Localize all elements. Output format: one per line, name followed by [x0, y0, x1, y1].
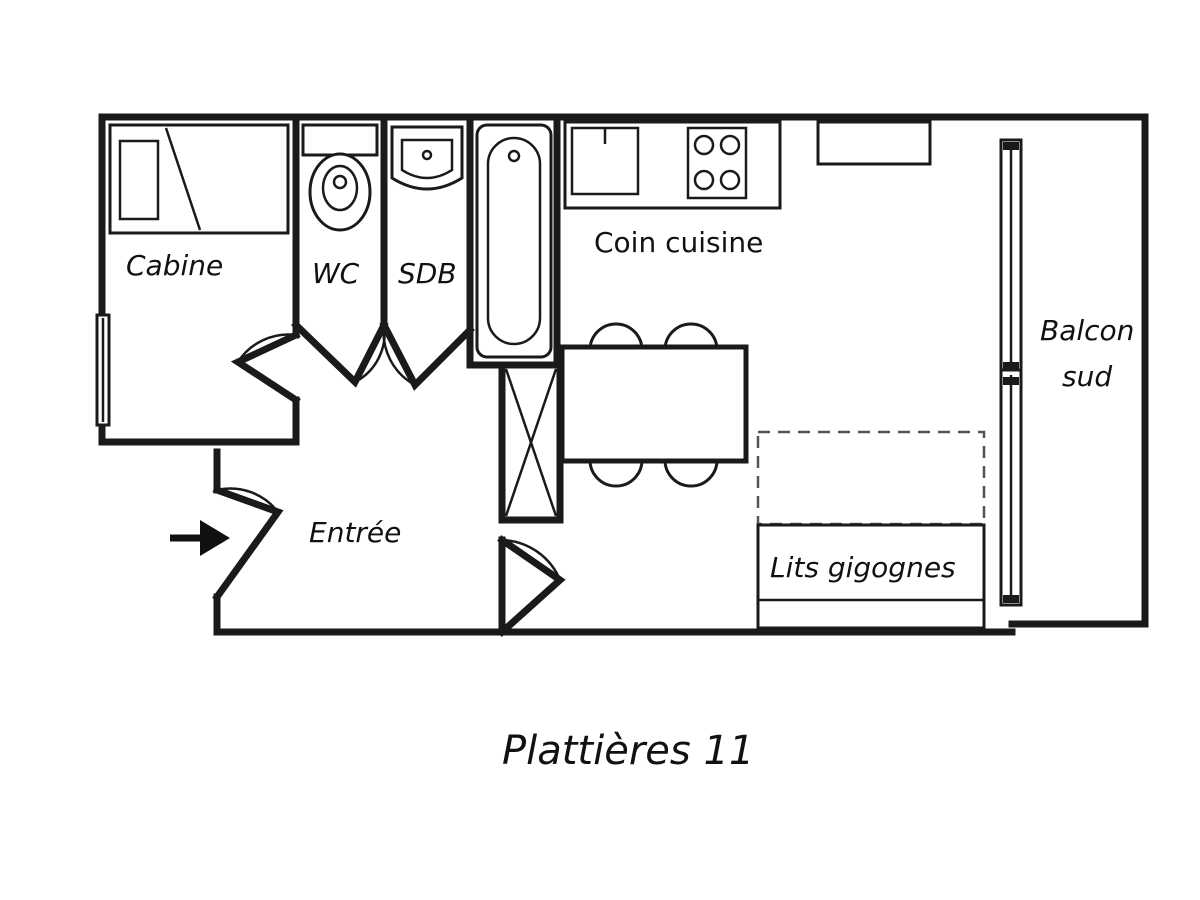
label-cabine: Cabine [126, 249, 223, 282]
label-sdb: SDB [398, 257, 457, 290]
cabine-bed [108, 123, 290, 235]
wall-cabinet [816, 120, 932, 166]
toilet-icon [301, 123, 379, 232]
interior-walls [292, 113, 564, 636]
bathtub-icon [475, 123, 553, 359]
kitchen-sink-icon [570, 126, 640, 196]
label-entree: Entrée [309, 516, 401, 549]
label-coin-cuisine: Coin cuisine [594, 226, 763, 259]
label-wc: WC [312, 257, 360, 290]
balcony-sliding-doors [999, 138, 1023, 607]
label-sud: sud [1062, 360, 1112, 393]
entry-arrow-icon [170, 520, 230, 556]
dining-table [559, 322, 749, 488]
plan-caption: Plattières 11 [502, 728, 754, 774]
washbasin-icon [390, 125, 464, 191]
cooktop-icon [686, 126, 748, 200]
cabine-window [95, 313, 111, 427]
label-lits-gigognes: Lits gigognes [770, 551, 956, 584]
label-balcon: Balcon [1040, 314, 1134, 347]
kitchen-counter [563, 120, 782, 210]
cupboard [504, 368, 558, 517]
trundle-bed [756, 430, 986, 630]
doors [212, 320, 566, 637]
